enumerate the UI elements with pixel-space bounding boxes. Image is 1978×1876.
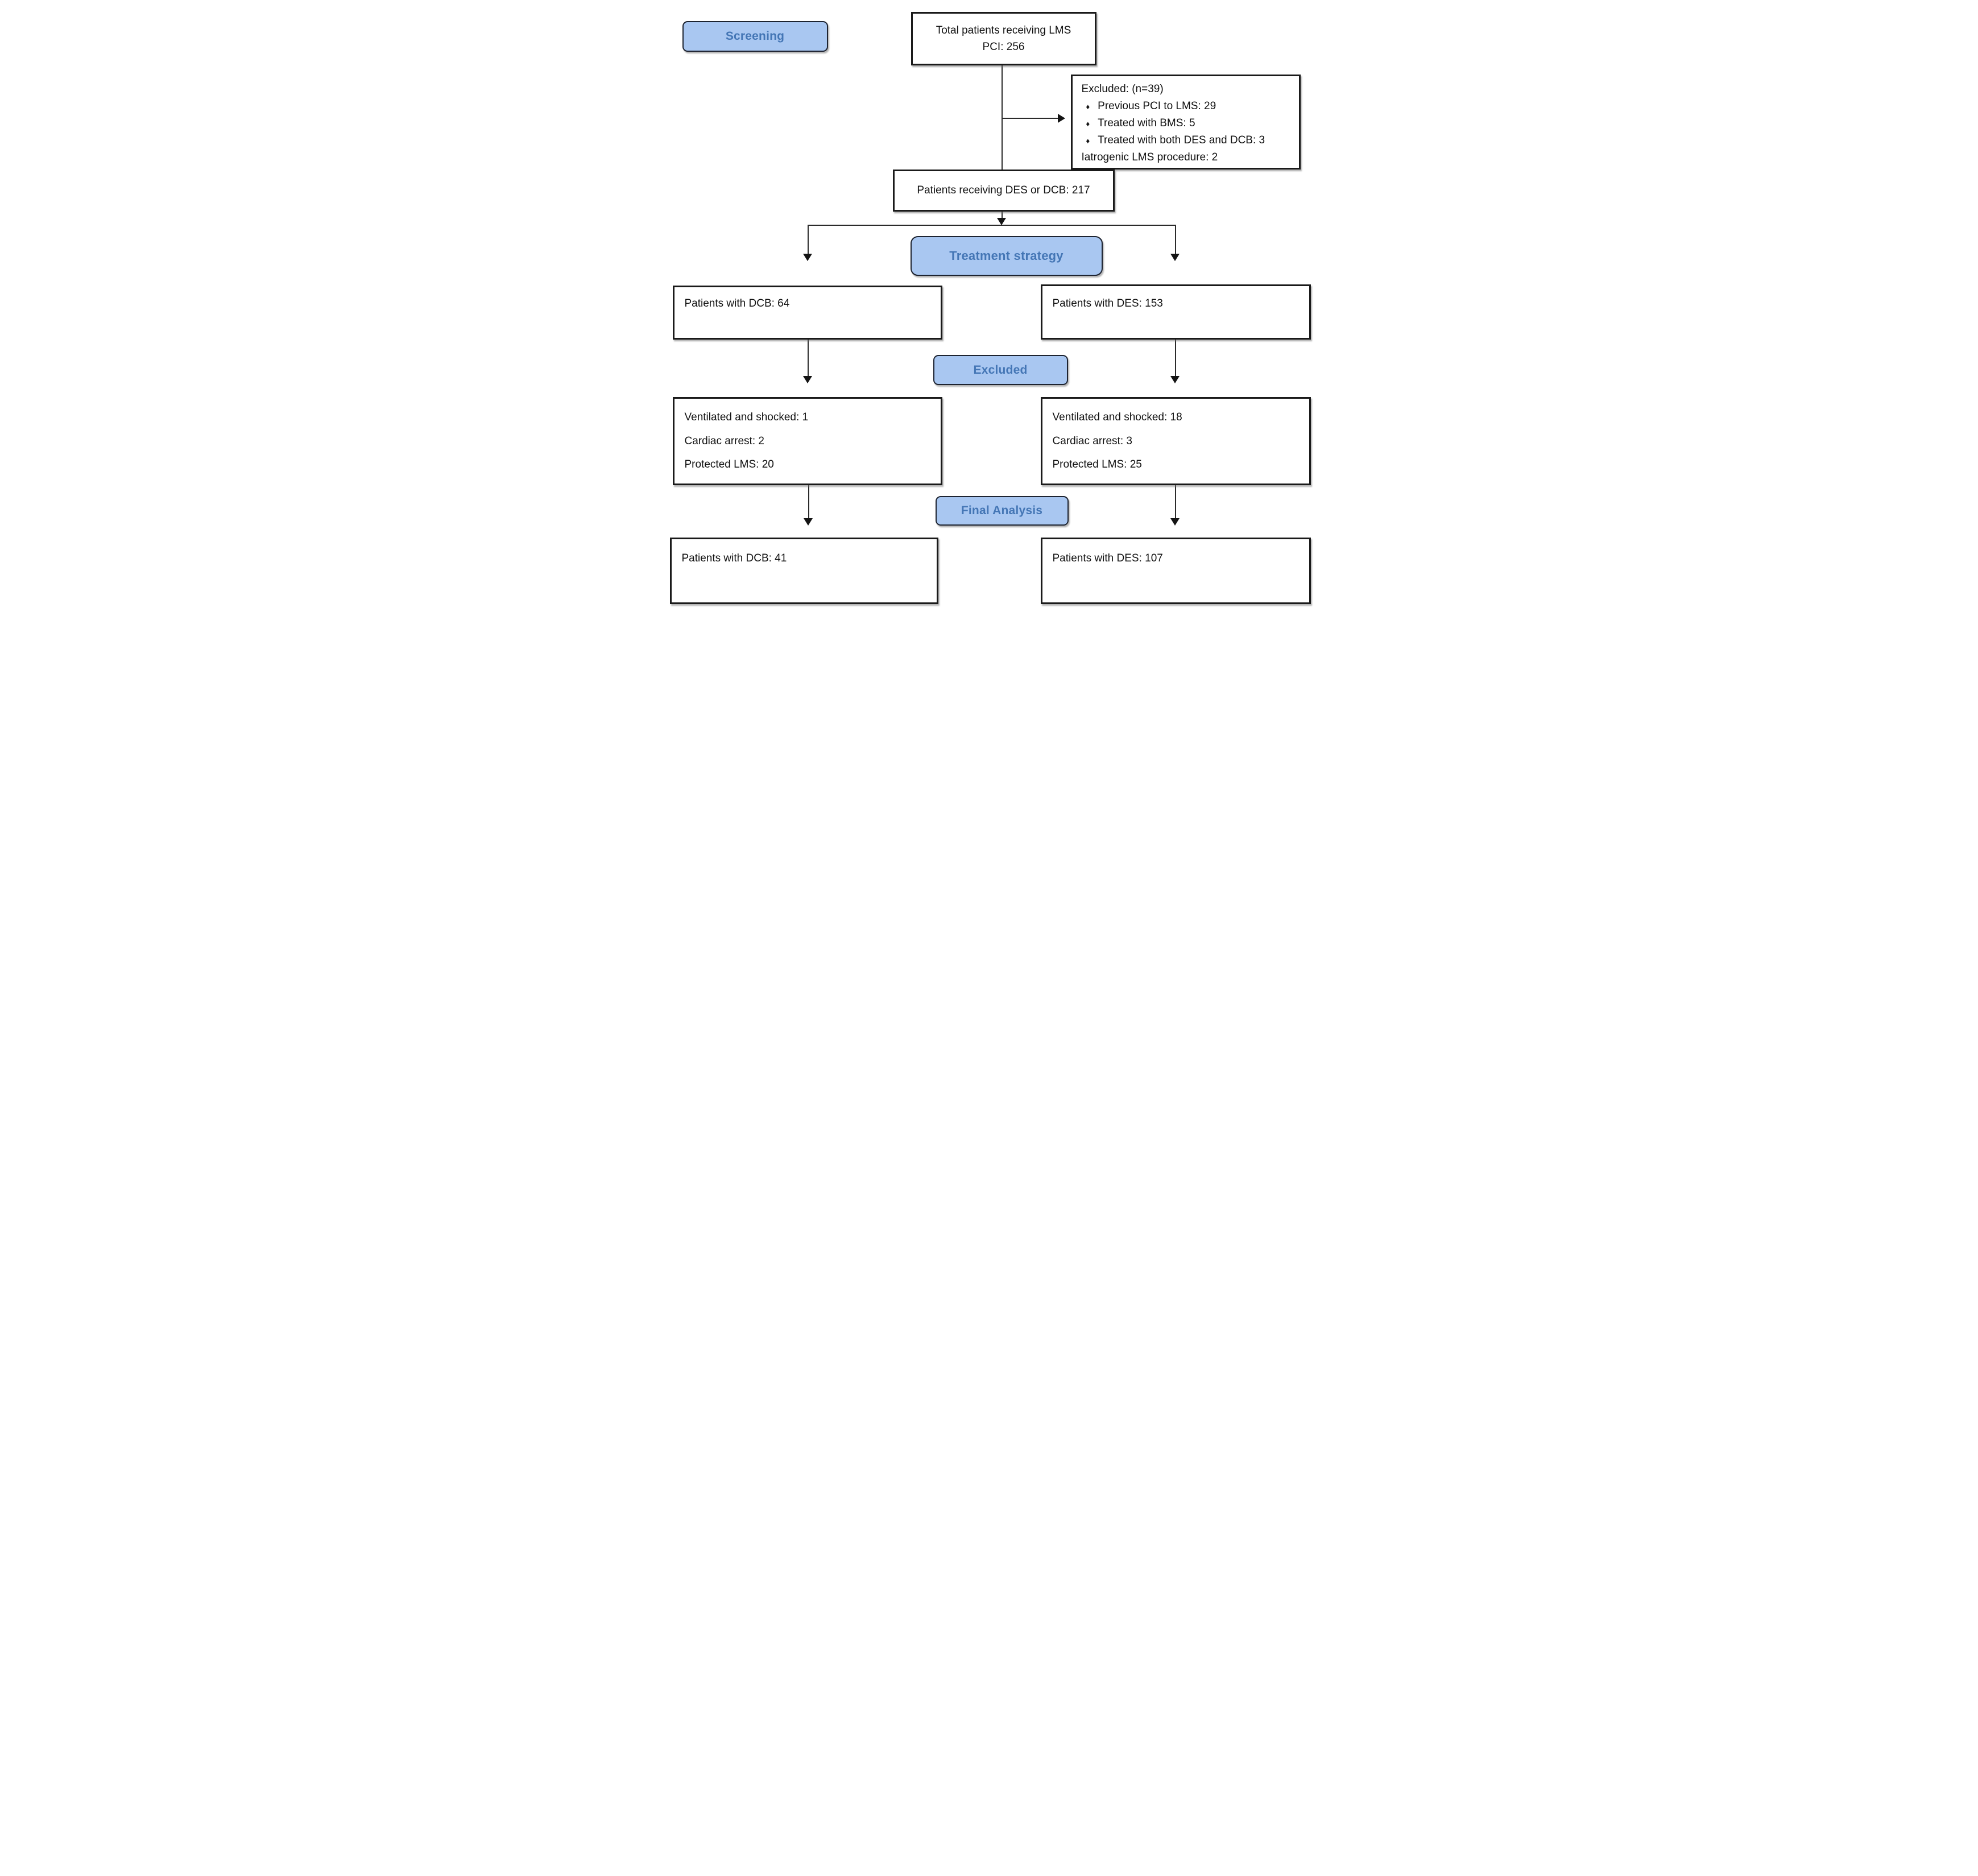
- flow-line-receiving-to-split: [1001, 212, 1003, 219]
- arrowhead-down-icon: [803, 518, 813, 526]
- arrowhead-down-icon: [1170, 254, 1180, 261]
- box-des-final: Patients with DES: 107: [1040, 538, 1311, 604]
- flow-line-split-horizontal: [807, 225, 1176, 226]
- flow-line-split-to-des: [1174, 225, 1176, 254]
- excluded-reason-text: Previous PCI to LMS: 29: [1098, 100, 1216, 113]
- arrowhead-down-icon: [802, 376, 812, 383]
- excluded-reason-text: Treated with BMS: 5: [1098, 117, 1195, 130]
- des-excluded-line: Ventilated and shocked: 18: [1052, 411, 1182, 424]
- flow-line-split-to-dcb: [807, 225, 809, 254]
- box-des-excluded: Ventilated and shocked: 18 Cardiac arres…: [1040, 397, 1311, 485]
- patient-flow-diagram: Screening Treatment strategy Excluded Fi…: [659, 0, 1319, 625]
- dcb-excluded-line: Protected LMS: 20: [684, 458, 774, 470]
- box-dcb-group-text: Patients with DCB: 64: [684, 297, 790, 309]
- diamond-bullet-icon: ♦: [1086, 102, 1090, 111]
- box-receiving-des-dcb-text: Patients receiving DES or DCB: 217: [917, 184, 1090, 197]
- box-des-group: Patients with DES: 153: [1040, 284, 1311, 340]
- dcb-excluded-line: Ventilated and shocked: 1: [684, 411, 809, 424]
- box-receiving-des-dcb: Patients receiving DES or DCB: 217: [892, 170, 1115, 212]
- box-total-patients-line1: Total patients receiving LMS: [936, 24, 1071, 36]
- arrowhead-down-icon: [996, 218, 1006, 225]
- arrowhead-down-icon: [1170, 376, 1180, 383]
- excluded-reason-item: ♦ Previous PCI to LMS: 29: [1082, 98, 1293, 115]
- box-des-final-text: Patients with DES: 107: [1052, 552, 1163, 564]
- box-dcb-final: Patients with DCB: 41: [669, 538, 938, 604]
- flow-line-dcb-to-final: [808, 485, 809, 518]
- box-dcb-group: Patients with DCB: 64: [672, 286, 942, 340]
- stage-label-treatment-strategy: Treatment strategy: [910, 236, 1103, 276]
- flow-line-dcb-to-excluded: [807, 340, 809, 376]
- flow-line-des-to-excluded: [1174, 340, 1176, 376]
- excluded-reason-item: ♦ Treated with both DES and DCB: 3: [1082, 132, 1293, 149]
- arrowhead-right-icon: [1057, 114, 1065, 123]
- dcb-excluded-line: Cardiac arrest: 2: [684, 435, 764, 447]
- box-dcb-final-text: Patients with DCB: 41: [681, 552, 787, 564]
- diamond-bullet-icon: ♦: [1086, 119, 1090, 129]
- arrowhead-down-icon: [802, 254, 812, 261]
- diamond-bullet-icon: ♦: [1086, 137, 1090, 146]
- arrowhead-down-icon: [1170, 518, 1180, 526]
- stage-label-excluded: Excluded: [933, 355, 1068, 385]
- box-excluded-reasons: Excluded: (n=39) ♦ Previous PCI to LMS: …: [1070, 75, 1301, 170]
- stage-label-final-analysis: Final Analysis: [935, 496, 1069, 526]
- des-excluded-line: Protected LMS: 25: [1052, 458, 1142, 470]
- box-des-group-text: Patients with DES: 153: [1052, 297, 1163, 309]
- box-dcb-excluded: Ventilated and shocked: 1 Cardiac arrest…: [672, 397, 942, 485]
- box-total-patients: Total patients receiving LMS PCI: 256: [911, 12, 1096, 65]
- flow-line-des-to-final: [1174, 485, 1176, 518]
- excluded-reason-text: Treated with both DES and DCB: 3: [1098, 134, 1265, 147]
- des-excluded-line: Cardiac arrest: 3: [1052, 435, 1132, 447]
- excluded-reasons-title: Excluded: (n=39): [1081, 83, 1164, 95]
- stage-label-screening: Screening: [682, 21, 828, 52]
- flow-line-total-to-receiving: [1001, 65, 1003, 170]
- excluded-reasons-note: Iatrogenic LMS procedure: 2: [1081, 151, 1218, 164]
- box-total-patients-line2: PCI: 256: [982, 41, 1025, 53]
- excluded-reason-item: ♦ Treated with BMS: 5: [1082, 115, 1293, 132]
- flow-line-branch-to-excluded: [1002, 118, 1058, 119]
